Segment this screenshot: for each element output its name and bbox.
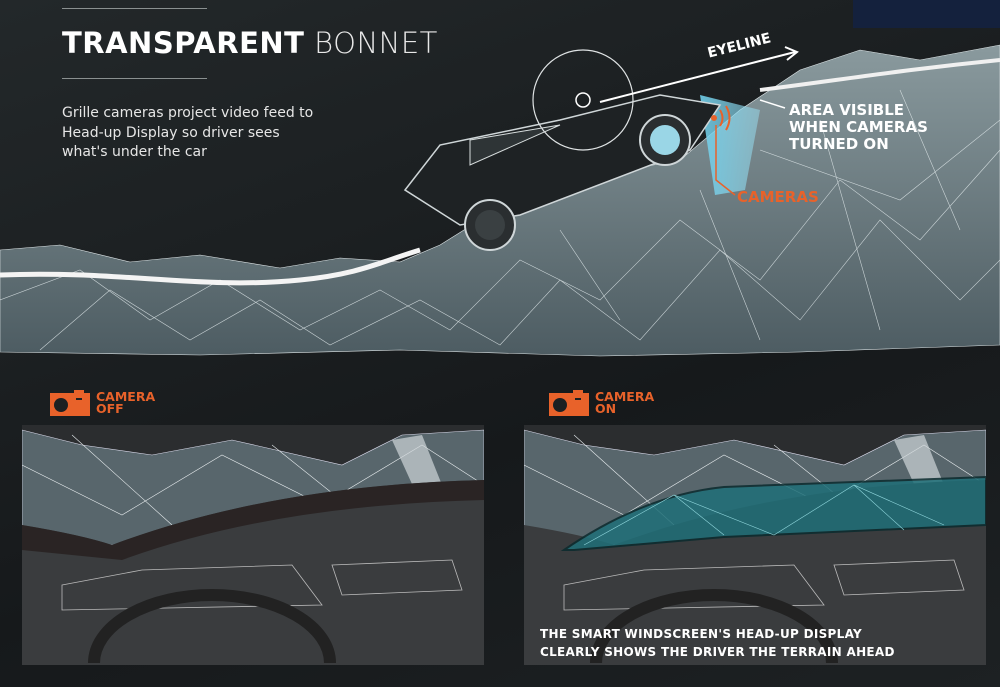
steering-wheel — [88, 589, 336, 664]
hud-overlay — [560, 475, 986, 551]
divider — [62, 8, 207, 9]
camera-signal-icon — [711, 105, 736, 196]
camera-icon — [50, 390, 90, 416]
caption-line-1: THE SMART WINDSCREEN'S HEAD-UP DISPLAY — [540, 627, 863, 641]
eyeline-arrow — [599, 46, 799, 103]
page-title: TRANSPARENT BONNET — [62, 26, 438, 60]
terrain-mesh — [0, 89, 1000, 351]
camera-label: CAMERA — [96, 389, 156, 404]
camera-state: OFF — [96, 401, 124, 416]
camera-state: ON — [595, 401, 617, 416]
dashboard-view-off — [22, 429, 484, 665]
caption-line-2: CLEARLY SHOWS THE DRIVER THE TERRAIN AHE… — [540, 645, 895, 659]
title-light: BONNET — [314, 26, 438, 60]
steering-wheel — [590, 589, 838, 664]
title-bold: TRANSPARENT — [62, 26, 305, 60]
corner-block — [853, 0, 1000, 28]
driver-eye — [575, 92, 591, 108]
ground-line — [0, 247, 421, 286]
vehicle — [403, 49, 722, 251]
camera-icon — [549, 390, 589, 416]
description: Grille cameras project video feed to Hea… — [62, 105, 314, 160]
caption: THE SMART WINDSCREEN'S HEAD-UP DISPLAY C… — [540, 625, 895, 661]
divider — [62, 78, 207, 79]
dashboard-view-on — [524, 429, 986, 665]
eye-circle — [532, 49, 634, 151]
terrain-diagram — [0, 44, 1000, 357]
ground-line-far — [759, 58, 1000, 92]
panel-camera-on — [524, 425, 986, 665]
cameras-label: CAMERAS — [737, 188, 819, 206]
camera-label: CAMERA — [595, 389, 655, 404]
area-visible-label: AREA VISIBLE WHEN CAMERAS TURNED ON — [789, 101, 928, 153]
panel-camera-off — [22, 425, 484, 665]
area-pointer — [759, 99, 786, 109]
